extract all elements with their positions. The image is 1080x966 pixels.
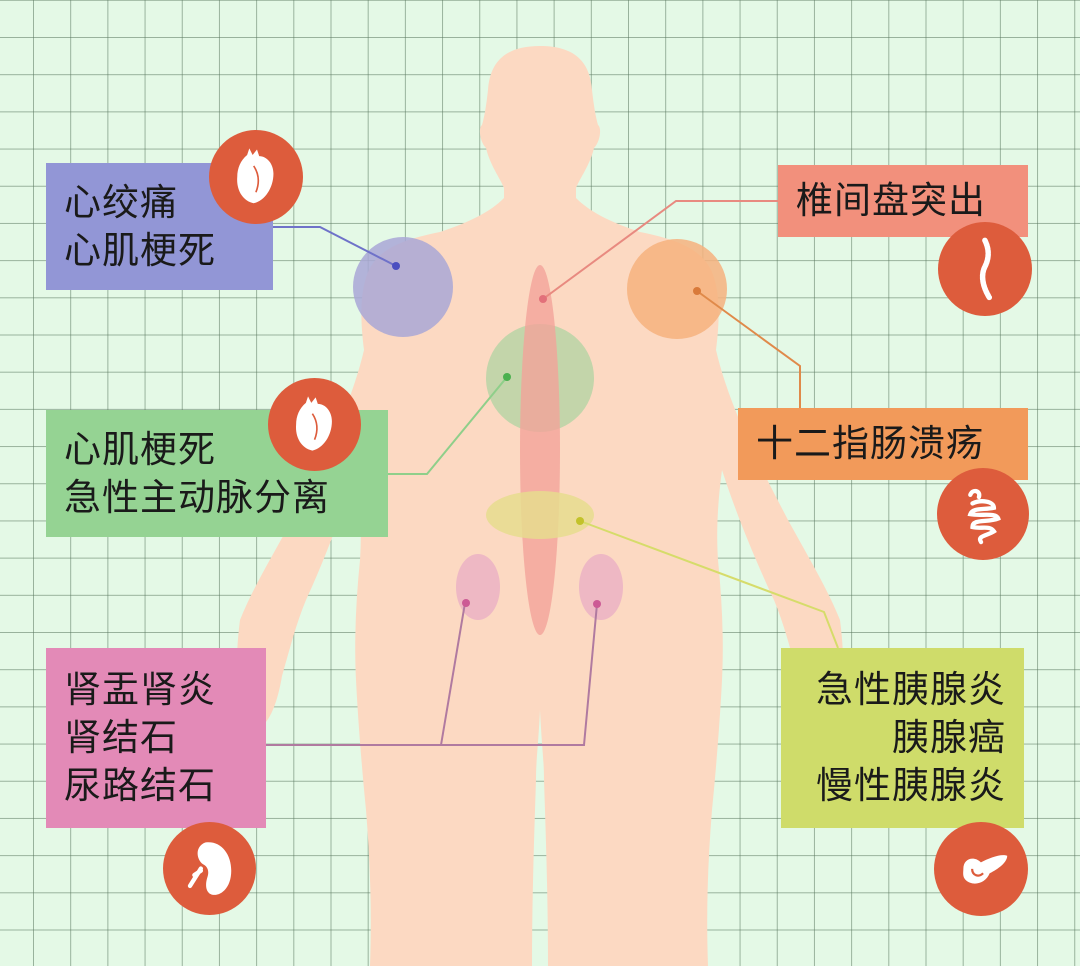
heart-upper-connector [272, 226, 397, 267]
callout-line: 十二指肠溃疡 [756, 422, 984, 465]
callout-line: 尿路结石 [64, 764, 216, 807]
spine-connector [542, 200, 778, 300]
right-kidney-dot [593, 600, 601, 608]
intestine-icon [937, 468, 1029, 560]
callout-duodenal-ulcer-box: 十二指肠溃疡 [738, 408, 1028, 480]
callout-pancreas-box: 急性胰腺炎 胰腺癌 慢性胰腺炎 [781, 648, 1024, 828]
mid-back-dot [503, 373, 511, 381]
callout-line: 肾结石 [64, 716, 178, 759]
kidney-connector-left [440, 602, 466, 746]
heart-icon [209, 130, 303, 224]
left-kidney-dot [462, 599, 470, 607]
right-shoulder-region [627, 239, 727, 339]
callout-line: 心肌梗死 [64, 427, 216, 471]
callout-line: 急性主动脉分离 [64, 475, 330, 519]
spine-region [520, 265, 560, 635]
heart-middle-connector [388, 376, 508, 475]
callout-kidney-box: 肾盂肾炎 肾结石 尿路结石 [46, 648, 266, 828]
heart-icon [268, 378, 361, 471]
spine-icon [938, 222, 1032, 316]
lower-back-dot [576, 517, 584, 525]
left-shoulder-dot [392, 262, 400, 270]
left-kidney-region [456, 554, 500, 620]
callout-line: 心绞痛 [64, 180, 178, 224]
right-kidney-region [579, 554, 623, 620]
left-shoulder-region [353, 237, 453, 337]
callout-line: 胰腺癌 [892, 716, 1006, 759]
lower-back-region [486, 491, 594, 539]
callout-disc-herniation-box: 椎间盘突出 [778, 165, 1028, 237]
kidney-icon [163, 822, 256, 915]
callout-line: 椎间盘突出 [796, 179, 986, 222]
callout-line: 心肌梗死 [64, 228, 216, 272]
callout-line: 急性胰腺炎 [816, 668, 1006, 711]
kidney-connector [266, 603, 598, 746]
pancreas-icon [934, 822, 1028, 916]
spine-dot [539, 295, 547, 303]
pancreas-connector [579, 520, 839, 649]
callout-angina-box: 心绞痛 心肌梗死 [46, 163, 273, 290]
callout-line: 慢性胰腺炎 [816, 764, 1006, 807]
right-shoulder-dot [693, 287, 701, 295]
callout-line: 肾盂肾炎 [64, 668, 216, 711]
duodenum-connector [696, 290, 801, 408]
